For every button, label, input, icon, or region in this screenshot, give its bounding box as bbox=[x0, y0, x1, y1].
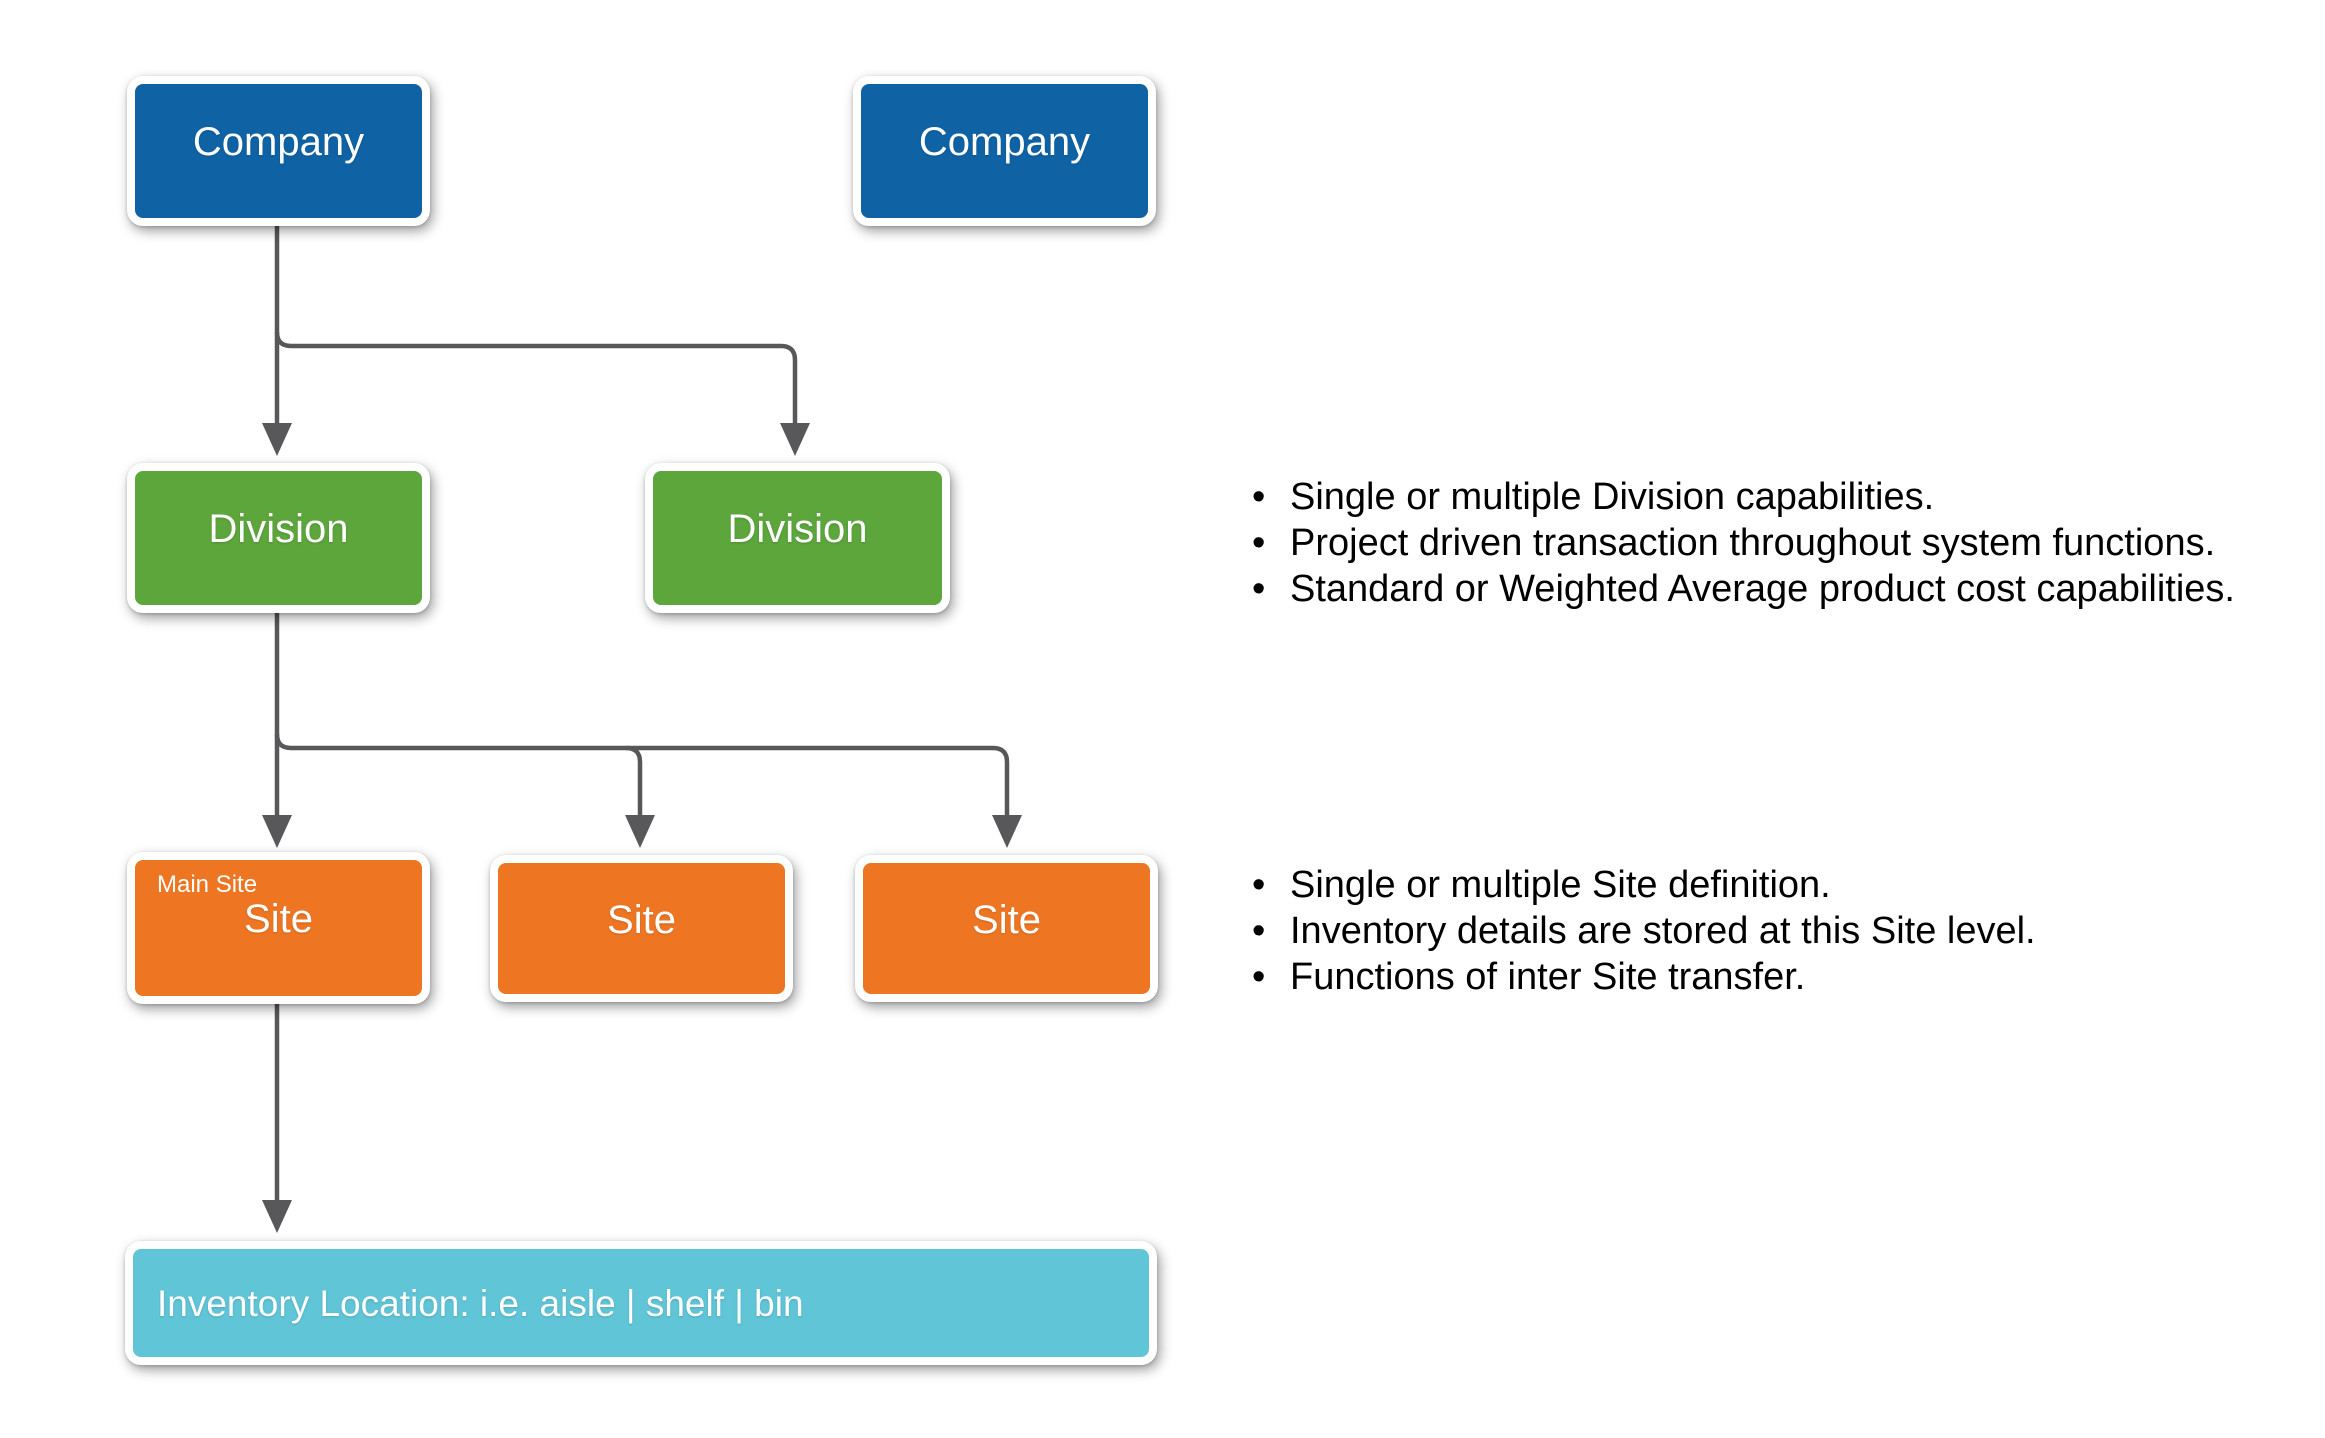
node-site-2-label: Site bbox=[607, 897, 676, 942]
site-note-item: Single or multiple Site definition. bbox=[1252, 862, 2036, 908]
node-company-2: Company bbox=[853, 76, 1156, 226]
division-note-item: Project driven transaction throughout sy… bbox=[1252, 520, 2235, 566]
node-inventory-location: Inventory Location: i.e. aisle | shelf |… bbox=[125, 1241, 1157, 1365]
node-division-1: Division bbox=[127, 463, 430, 613]
arrowhead-division2 bbox=[780, 423, 810, 456]
node-company-2-label: Company bbox=[918, 120, 1091, 164]
node-division-1-label: Division bbox=[208, 507, 349, 551]
site-note-item: Inventory details are stored at this Sit… bbox=[1252, 908, 2036, 954]
division-note-item: Standard or Weighted Average product cos… bbox=[1252, 566, 2235, 612]
arrowhead-division1 bbox=[262, 423, 292, 456]
node-site-main-sublabel: Main Site bbox=[157, 871, 258, 898]
arrowhead-site1 bbox=[262, 815, 292, 848]
node-company-1-label: Company bbox=[192, 120, 365, 164]
connector-division-to-site2 bbox=[625, 745, 643, 816]
node-site-3: Site bbox=[855, 855, 1158, 1002]
node-site-main: Main Site Site bbox=[127, 852, 430, 1004]
node-site-main-label: Site bbox=[244, 897, 313, 941]
division-notes-list: Single or multiple Division capabilities… bbox=[1252, 474, 2235, 612]
node-site-2: Site bbox=[490, 855, 793, 1002]
arrowhead-site3 bbox=[992, 815, 1022, 848]
connector-division-to-site3 bbox=[274, 733, 1010, 816]
node-division-2: Division bbox=[645, 463, 950, 613]
arrowhead-inventory bbox=[262, 1200, 292, 1233]
division-note-item: Single or multiple Division capabilities… bbox=[1252, 474, 2235, 520]
arrowhead-site2 bbox=[625, 815, 655, 848]
connector-company-to-division2 bbox=[274, 331, 798, 424]
site-note-item: Functions of inter Site transfer. bbox=[1252, 954, 2036, 1000]
site-notes-list: Single or multiple Site definition. Inve… bbox=[1252, 862, 2036, 1000]
node-division-2-label: Division bbox=[727, 507, 868, 551]
node-inventory-location-label: Inventory Location: i.e. aisle | shelf |… bbox=[157, 1282, 804, 1324]
node-site-3-label: Site bbox=[972, 897, 1041, 942]
node-company-1: Company bbox=[127, 76, 430, 226]
